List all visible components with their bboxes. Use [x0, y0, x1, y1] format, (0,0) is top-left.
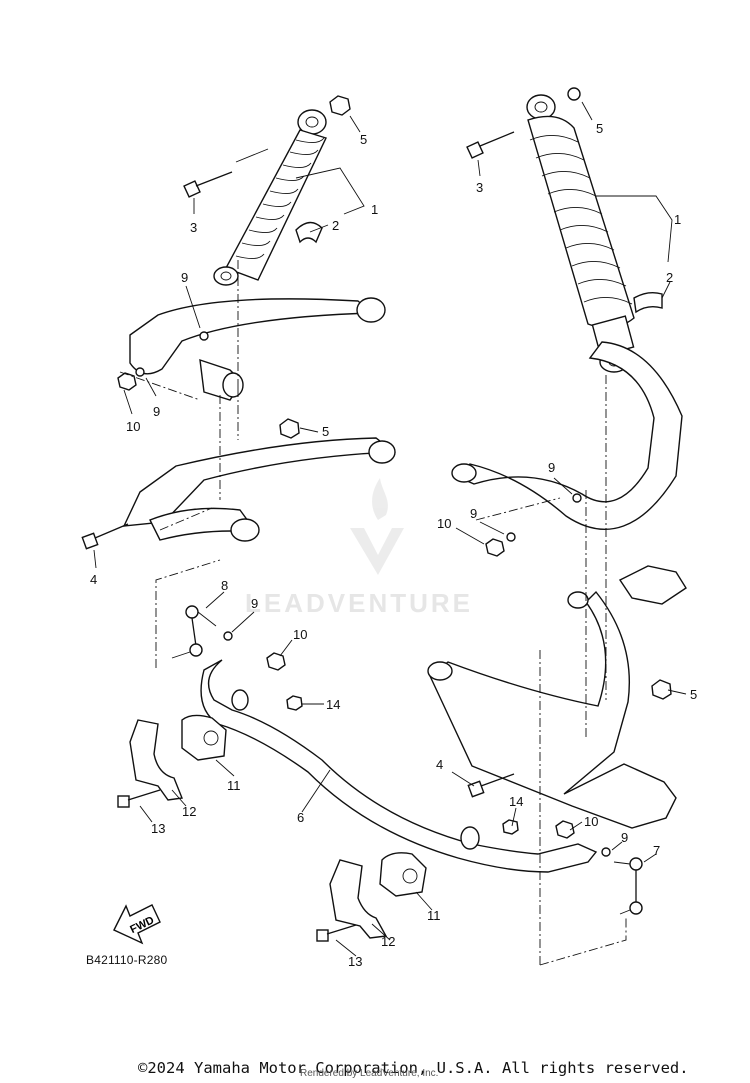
- callout-4a: 4: [90, 572, 97, 587]
- callout-10d: 10: [584, 814, 598, 829]
- right-holder-bolt[interactable]: [316, 924, 357, 942]
- callout-14b: 14: [509, 794, 523, 809]
- callout-7: 7: [653, 843, 660, 858]
- right-lower-arm[interactable]: [427, 590, 677, 829]
- watermark-text: LEADVENTURE: [245, 588, 474, 618]
- callout-1a: 1: [371, 202, 378, 217]
- callout-9c: 9: [548, 460, 555, 475]
- left-upper-arm[interactable]: [129, 297, 386, 401]
- rendered-by-note: Rendered by LeadVenture, Inc.: [300, 1068, 439, 1079]
- left-shock-absorber[interactable]: [213, 109, 327, 286]
- callout-5c: 5: [322, 424, 329, 439]
- right-bushing[interactable]: [379, 852, 427, 897]
- callout-9e: 9: [251, 596, 258, 611]
- callout-numbers: 1 2 3 5 1 2 3 5 9 9 10 5 4 9 9 10 8 9 10…: [90, 121, 697, 969]
- callout-5d: 5: [690, 687, 697, 702]
- figure-code: B421110-R280: [86, 953, 168, 967]
- callout-10b: 10: [437, 516, 451, 531]
- callout-9d: 9: [470, 506, 477, 521]
- callout-11b: 11: [427, 908, 441, 923]
- callout-8: 8: [221, 578, 228, 593]
- left-bushing[interactable]: [181, 714, 227, 761]
- right-shock-bolt[interactable]: [466, 131, 515, 159]
- callout-12b: 12: [381, 934, 395, 949]
- leader-lines: [93, 101, 687, 957]
- callout-4b: 4: [436, 757, 443, 772]
- right-stabilizer-link[interactable]: [613, 857, 643, 915]
- callout-10a: 10: [126, 419, 140, 434]
- watermark-logo: [350, 478, 404, 575]
- assembly-lines: [119, 260, 627, 966]
- callout-3b: 3: [476, 180, 483, 195]
- right-shock-absorber[interactable]: [526, 94, 663, 373]
- callout-1b: 1: [674, 212, 681, 227]
- left-shock-bolt[interactable]: [183, 148, 269, 198]
- left-holder-bolt[interactable]: [117, 789, 161, 808]
- callout-12a: 12: [182, 804, 196, 819]
- callout-14a: 14: [326, 697, 340, 712]
- right-shock-nut[interactable]: [567, 87, 581, 101]
- callout-9a: 9: [181, 270, 188, 285]
- washers-and-nuts[interactable]: [117, 331, 672, 857]
- callout-13b: 13: [348, 954, 362, 969]
- right-bushing-holder[interactable]: [329, 859, 388, 939]
- callout-3a: 3: [190, 220, 197, 235]
- callout-2a: 2: [332, 218, 339, 233]
- left-bushing-holder[interactable]: [129, 719, 183, 801]
- callout-5a: 5: [360, 132, 367, 147]
- left-lower-arm[interactable]: [122, 437, 396, 542]
- callout-11a: 11: [227, 778, 241, 793]
- callout-9f: 9: [621, 830, 628, 845]
- copyright-notice: ©2024 Yamaha Motor Corporation, U.S.A. A…: [138, 1059, 689, 1077]
- callout-2b: 2: [666, 270, 673, 285]
- right-upper-arm[interactable]: [451, 341, 687, 605]
- callout-13a: 13: [151, 821, 165, 836]
- callout-5b: 5: [596, 121, 603, 136]
- left-shock-nut[interactable]: [329, 95, 351, 116]
- stabilizer-bar[interactable]: [200, 659, 598, 873]
- callout-9b: 9: [153, 404, 160, 419]
- fwd-arrow-icon: FWD: [113, 904, 161, 945]
- lower-arm-bolts[interactable]: [81, 523, 515, 798]
- left-stabilizer-link[interactable]: [171, 605, 217, 659]
- callout-6: 6: [297, 810, 304, 825]
- callout-10c: 10: [293, 627, 307, 642]
